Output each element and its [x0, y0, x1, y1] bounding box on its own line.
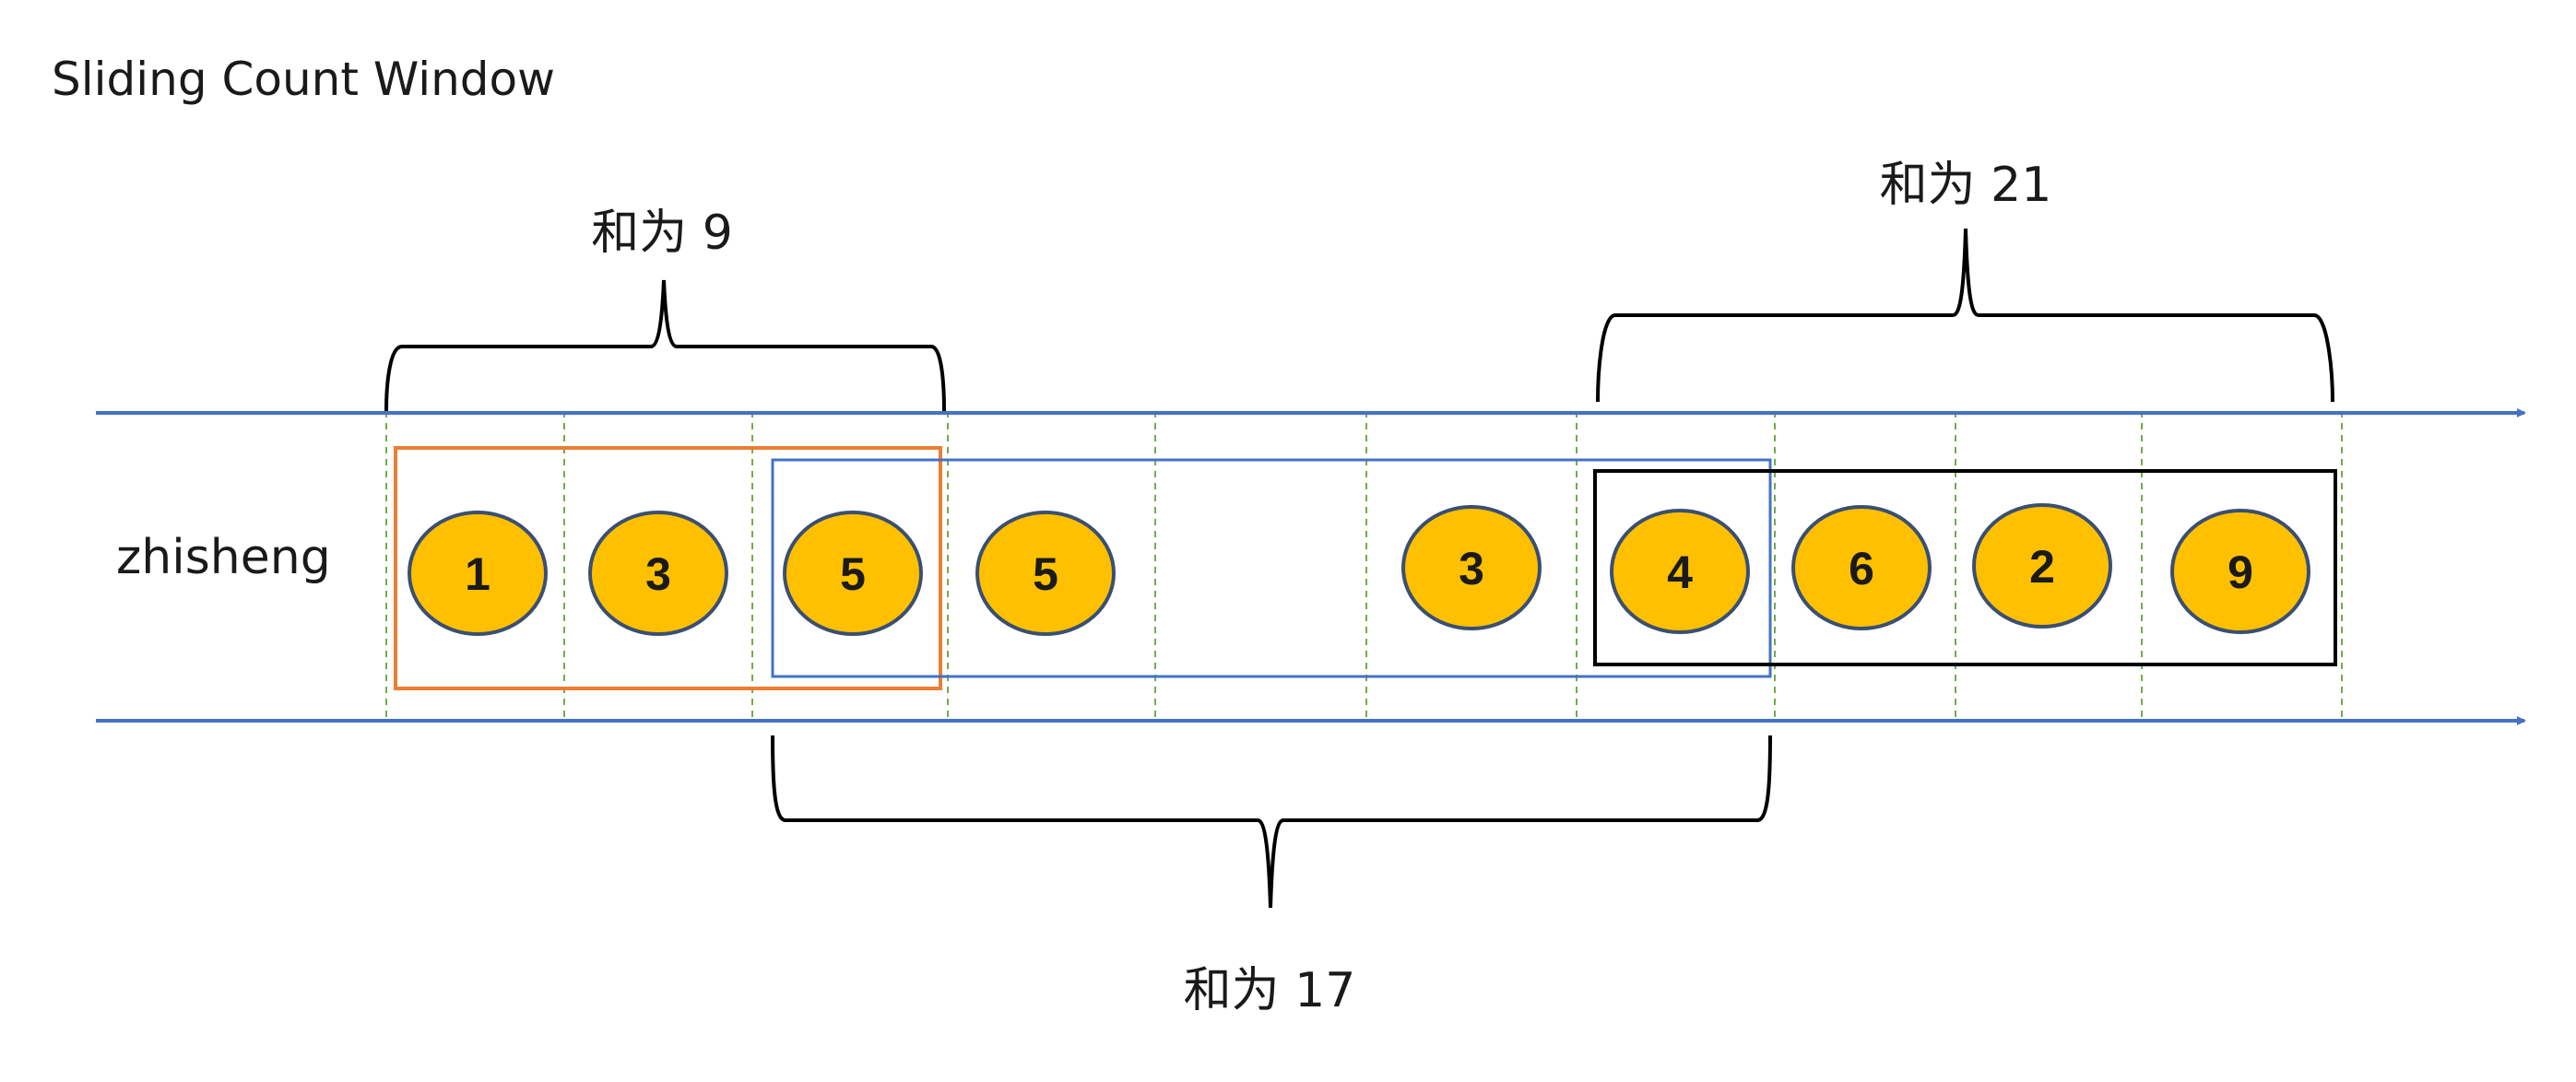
event-8: 2 [1972, 503, 2112, 629]
event-1-circle [408, 511, 548, 636]
diagram-title: Sliding Count Window [52, 53, 555, 106]
window-3-rect [1593, 469, 2337, 666]
window-2-rect [771, 458, 1772, 678]
event-1: 1 [408, 511, 548, 636]
window-3-brace [1596, 228, 2334, 403]
event-2-circle [588, 511, 728, 636]
event-6-value: 4 [1667, 547, 1693, 598]
event-8-value: 2 [2029, 541, 2055, 593]
event-7-circle [1791, 505, 1932, 630]
event-6: 4 [1610, 509, 1750, 634]
event-9-value: 9 [2227, 547, 2253, 598]
event-3-value: 5 [840, 548, 866, 600]
window-1-sum-label: 和为 9 [591, 206, 733, 261]
event-3: 5 [783, 511, 923, 636]
window-1-rect [394, 446, 942, 690]
event-3-circle [783, 511, 923, 636]
event-4: 5 [975, 511, 1116, 636]
tick-lines [385, 411, 2343, 723]
window-2-brace [771, 735, 1772, 909]
window-2-sum-label: 和为 17 [1184, 963, 1356, 1018]
event-4-circle [975, 511, 1116, 636]
stream-label: zhisheng [116, 530, 331, 585]
event-2: 3 [588, 511, 728, 636]
event-8-circle [1972, 503, 2112, 629]
event-9: 9 [2170, 509, 2310, 634]
event-5: 3 [1401, 505, 1542, 630]
event-4-value: 5 [1033, 548, 1058, 600]
event-2-value: 3 [645, 548, 671, 600]
event-7: 6 [1791, 505, 1932, 630]
event-1-value: 1 [465, 548, 490, 600]
event-7-value: 6 [1849, 543, 1874, 594]
event-5-value: 3 [1459, 543, 1484, 594]
window-3-sum-label: 和为 21 [1880, 158, 2052, 213]
event-5-circle [1401, 505, 1542, 630]
event-6-circle [1610, 509, 1750, 634]
window-1-brace [384, 279, 946, 412]
event-9-circle [2170, 509, 2310, 634]
